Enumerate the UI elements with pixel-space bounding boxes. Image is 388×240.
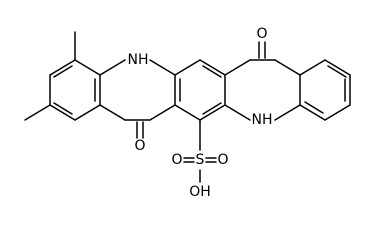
bond	[99, 104, 126, 121]
bond	[53, 65, 73, 78]
bond	[299, 59, 326, 76]
bond	[74, 59, 101, 76]
bond	[274, 104, 301, 121]
bond	[49, 104, 76, 121]
bond	[324, 59, 351, 76]
bond	[49, 59, 76, 76]
bond	[24, 104, 51, 121]
bond	[304, 101, 324, 114]
bond	[202, 102, 222, 115]
bond	[327, 65, 347, 78]
sulfonyl-oxygen-right: O	[217, 152, 228, 168]
bond	[224, 104, 251, 121]
bond	[199, 59, 226, 76]
bond-layer	[24, 31, 351, 183]
bond	[274, 59, 301, 76]
bond	[74, 104, 101, 121]
atom-label-layer: O O NH NH S O O OH	[128, 26, 273, 200]
bond	[149, 59, 176, 76]
carbonyl-oxygen-bottom: O	[134, 138, 145, 154]
sulfur-atom: S	[196, 152, 205, 168]
bond	[53, 102, 73, 115]
bond	[99, 59, 126, 76]
bond	[199, 104, 226, 121]
bond	[324, 104, 351, 121]
bond	[149, 104, 176, 121]
carbonyl-oxygen-top: O	[256, 26, 267, 42]
structure-canvas: O O NH NH S O O OH	[24, 26, 351, 200]
nitrogen-nh-left: NH	[128, 52, 149, 68]
molecule-diagram: O O NH NH S O O OH	[24, 26, 351, 200]
nitrogen-nh-right: NH	[252, 112, 273, 128]
bond	[174, 59, 201, 76]
sulfonyl-oxygen-left: O	[171, 152, 182, 168]
bond	[224, 59, 251, 76]
bond	[202, 65, 222, 78]
bond	[299, 104, 326, 121]
bond	[174, 104, 201, 121]
hydroxyl-label: OH	[189, 184, 211, 200]
